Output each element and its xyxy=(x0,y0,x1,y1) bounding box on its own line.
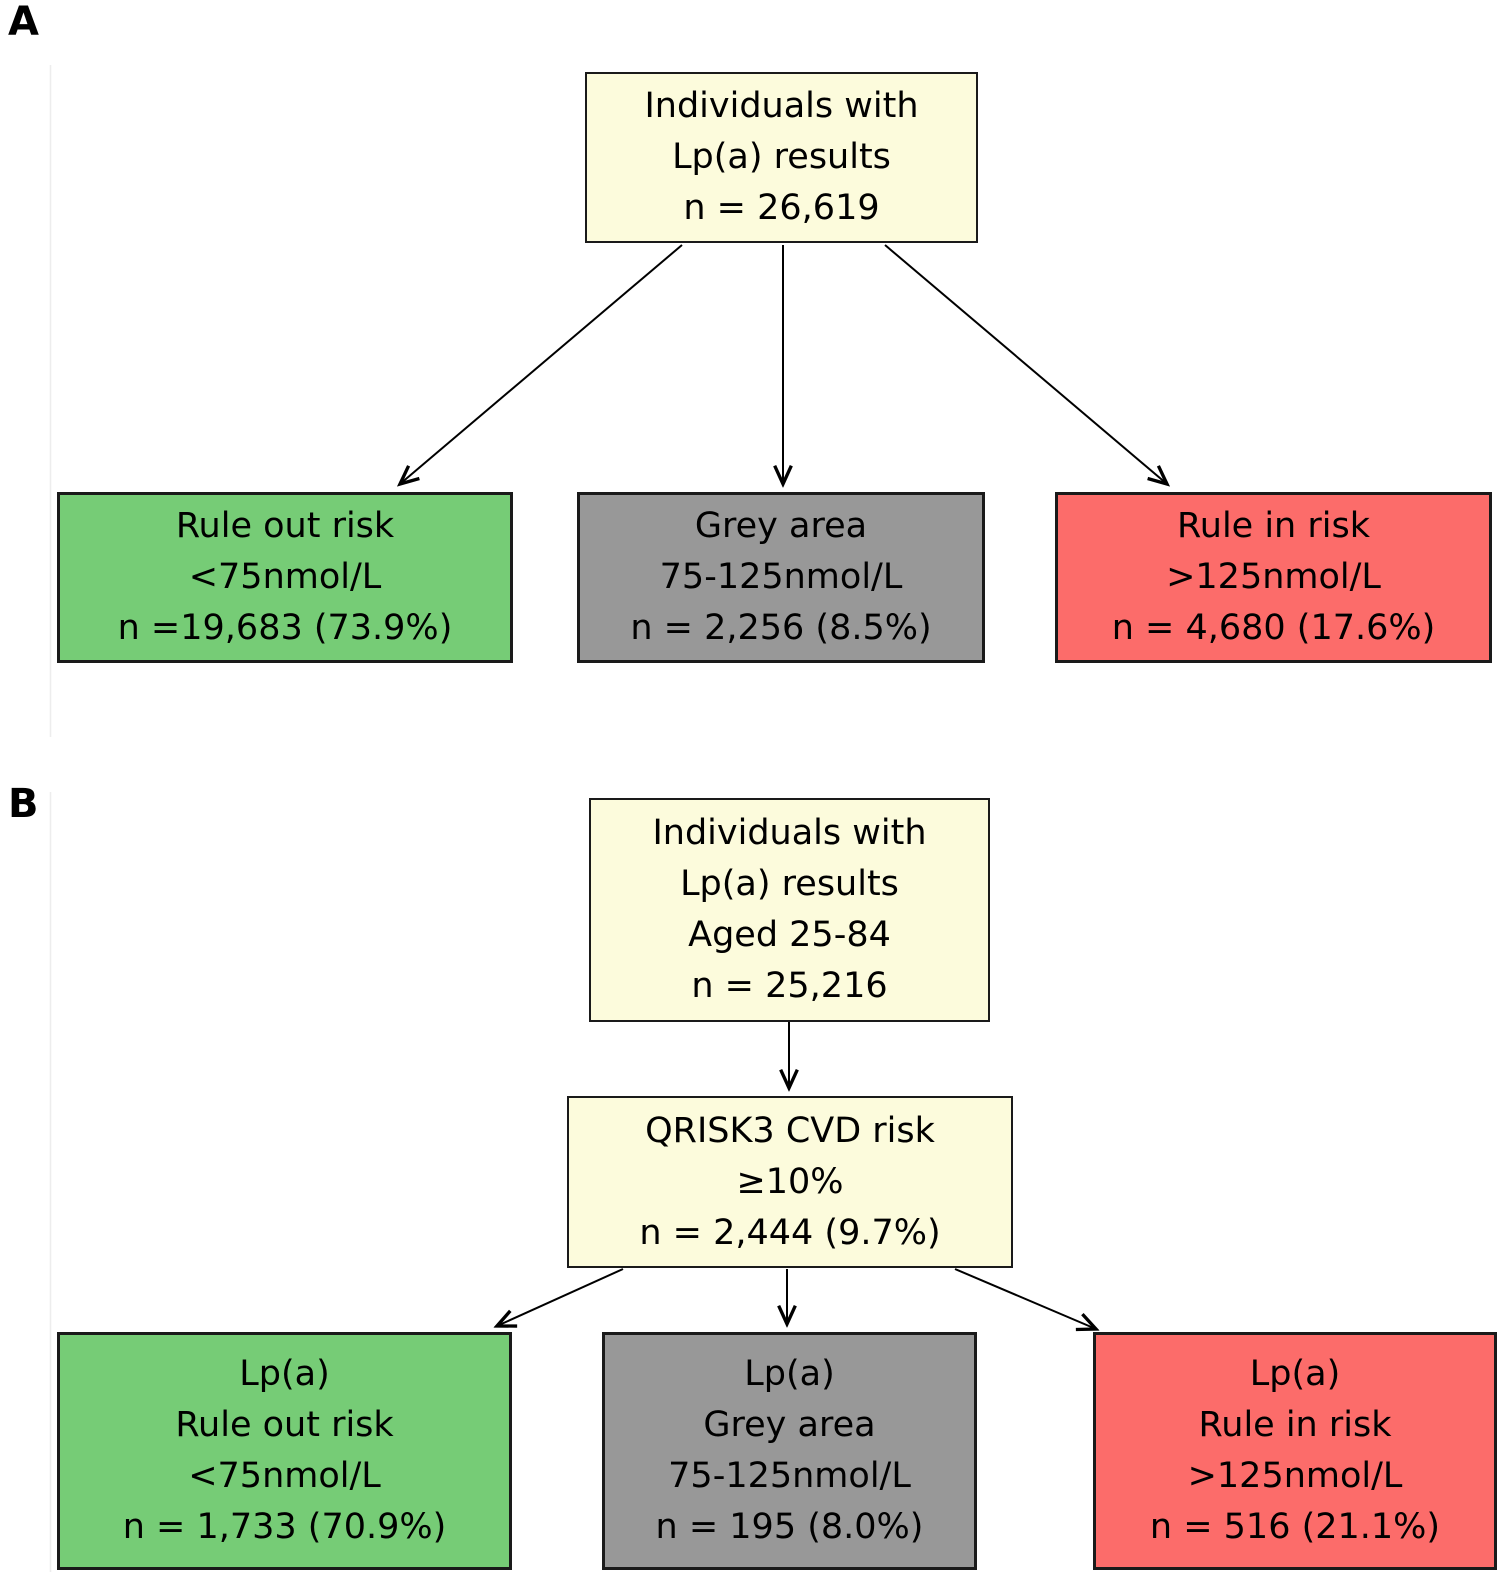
node-text-line: ≥10% xyxy=(736,1161,844,1202)
node-text-line: >125nmol/L xyxy=(1166,557,1381,597)
node-text-line: Lp(a) xyxy=(744,1354,835,1394)
node-text-line: Grey area xyxy=(703,1405,876,1445)
node-b-lpa-rule-out-risk: Lp(a) Rule out risk <75nmol/L n = 1,733 … xyxy=(57,1332,512,1570)
node-text-line: <75nmol/L xyxy=(188,1456,381,1496)
node-text-line: Rule out risk xyxy=(175,1405,394,1445)
node-text-line: n =19,683 (73.9%) xyxy=(117,608,453,648)
node-text-line: 75-125nmol/L xyxy=(659,557,903,597)
node-text-line: 75-125nmol/L xyxy=(668,1456,911,1496)
node-text-line: >125nmol/L xyxy=(1187,1456,1403,1496)
node-text-line: n = 516 (21.1%) xyxy=(1149,1507,1441,1547)
node-text-line: n = 4,680 (17.6%) xyxy=(1111,608,1436,648)
node-b-qrisk3-cvd-risk: QRISK3 CVD risk ≥10% n = 2,444 (9.7%) xyxy=(567,1096,1013,1268)
node-text-line: n = 1,733 (70.9%) xyxy=(122,1507,447,1547)
node-text-line: Lp(a) results xyxy=(680,864,899,904)
arrow-a-root-to-rule-in xyxy=(884,244,1167,484)
node-a-rule-in-risk: Rule in risk >125nmol/L n = 4,680 (17.6%… xyxy=(1055,492,1492,663)
node-b-lpa-rule-in-risk: Lp(a) Rule in risk >125nmol/L n = 516 (2… xyxy=(1093,1332,1497,1570)
node-b-lpa-grey-area: Lp(a) Grey area 75-125nmol/L n = 195 (8.… xyxy=(602,1332,977,1570)
node-text-line: n = 2,256 (8.5%) xyxy=(630,608,932,648)
node-text-line: Individuals with xyxy=(652,813,927,853)
node-text-line: QRISK3 CVD risk xyxy=(645,1110,935,1151)
node-text-line: Lp(a) results xyxy=(672,137,891,177)
arrow-b-qrisk-to-rule-in xyxy=(954,1268,1096,1329)
panel-b-label: B xyxy=(8,781,39,827)
node-b-individuals-with-lpa-results-aged: Individuals with Lp(a) results Aged 25-8… xyxy=(589,798,990,1022)
arrow-a-root-to-rule-out xyxy=(400,244,683,484)
node-text-line: n = 25,216 xyxy=(691,966,888,1006)
node-text-line: Rule out risk xyxy=(175,506,395,546)
node-text-line: n = 26,619 xyxy=(683,188,880,228)
node-text-line: <75nmol/L xyxy=(188,557,382,597)
node-text-line: Lp(a) xyxy=(1249,1354,1341,1394)
arrow-b-qrisk-to-rule-out xyxy=(497,1268,624,1326)
node-text-line: Individuals with xyxy=(644,86,919,126)
node-text-line: Aged 25-84 xyxy=(688,915,891,955)
node-text-line: Lp(a) xyxy=(239,1354,330,1394)
node-a-individuals-with-lpa-results: Individuals with Lp(a) results n = 26,61… xyxy=(585,72,978,243)
node-a-grey-area: Grey area 75-125nmol/L n = 2,256 (8.5%) xyxy=(577,492,985,663)
node-a-rule-out-risk: Rule out risk <75nmol/L n =19,683 (73.9%… xyxy=(57,492,513,663)
node-text-line: n = 195 (8.0%) xyxy=(655,1507,924,1547)
node-text-line: Rule in risk xyxy=(1177,506,1370,546)
node-text-line: Grey area xyxy=(694,506,868,546)
panel-a-label: A xyxy=(8,0,39,45)
node-text-line: n = 2,444 (9.7%) xyxy=(639,1212,941,1253)
node-text-line: Rule in risk xyxy=(1198,1405,1392,1445)
